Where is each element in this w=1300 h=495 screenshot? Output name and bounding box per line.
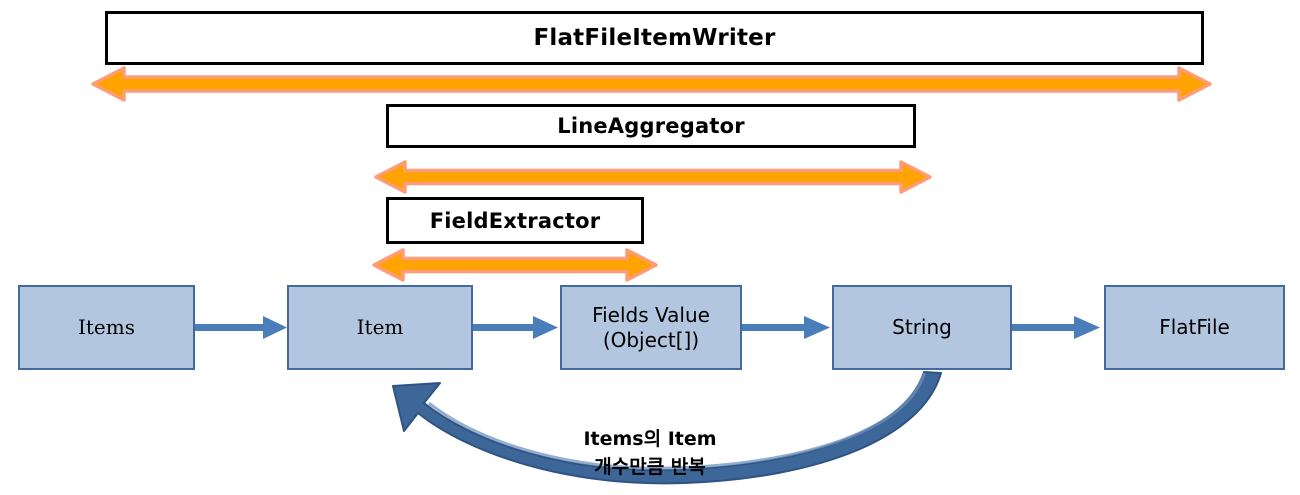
pipeline-box-item: Item	[287, 285, 473, 370]
component-box-lineaggregator: LineAggregator	[386, 104, 916, 148]
component-box-flatfileitemwriter: FlatFileItemWriter	[105, 11, 1204, 65]
pipeline-box-items: Items	[18, 285, 195, 370]
loop-caption: Items의 Item 개수만큼 반복	[470, 426, 830, 481]
pipeline-label-item: Item	[356, 315, 404, 339]
flow-arrow-fields-value-to-string	[742, 316, 830, 339]
pipeline-box-fields-value: Fields Value (Object[])	[560, 285, 742, 370]
component-label-flatfileitemwriter: FlatFileItemWriter	[533, 25, 776, 51]
loop-caption-line1: Items의 Item	[583, 428, 717, 450]
pipeline-label-fields-value: Fields Value	[592, 302, 710, 327]
component-label-fieldextractor: FieldExtractor	[429, 208, 601, 233]
flow-arrow-string-to-flatfile	[1012, 316, 1100, 339]
loop-caption-line2: 개수만큼 반복	[594, 455, 706, 478]
pipeline-label-string: String	[892, 315, 952, 339]
flow-arrow-item-to-fields-value	[473, 316, 558, 339]
scope-arrow-flatfileitemwriter	[91, 66, 1212, 102]
pipeline-box-flatfile: FlatFile	[1104, 285, 1285, 370]
pipeline-label-flatfile: FlatFile	[1159, 315, 1230, 339]
component-box-fieldextractor: FieldExtractor	[386, 197, 644, 244]
scope-arrow-lineaggregator	[374, 160, 932, 194]
pipeline-box-string: String	[832, 285, 1012, 370]
flow-arrow-items-to-item	[195, 316, 287, 339]
component-label-lineaggregator: LineAggregator	[557, 114, 745, 138]
scope-arrow-fieldextractor	[372, 248, 658, 282]
pipeline-sublabel-fields-value: (Object[])	[602, 327, 700, 352]
pipeline-label-items: Items	[77, 315, 135, 339]
